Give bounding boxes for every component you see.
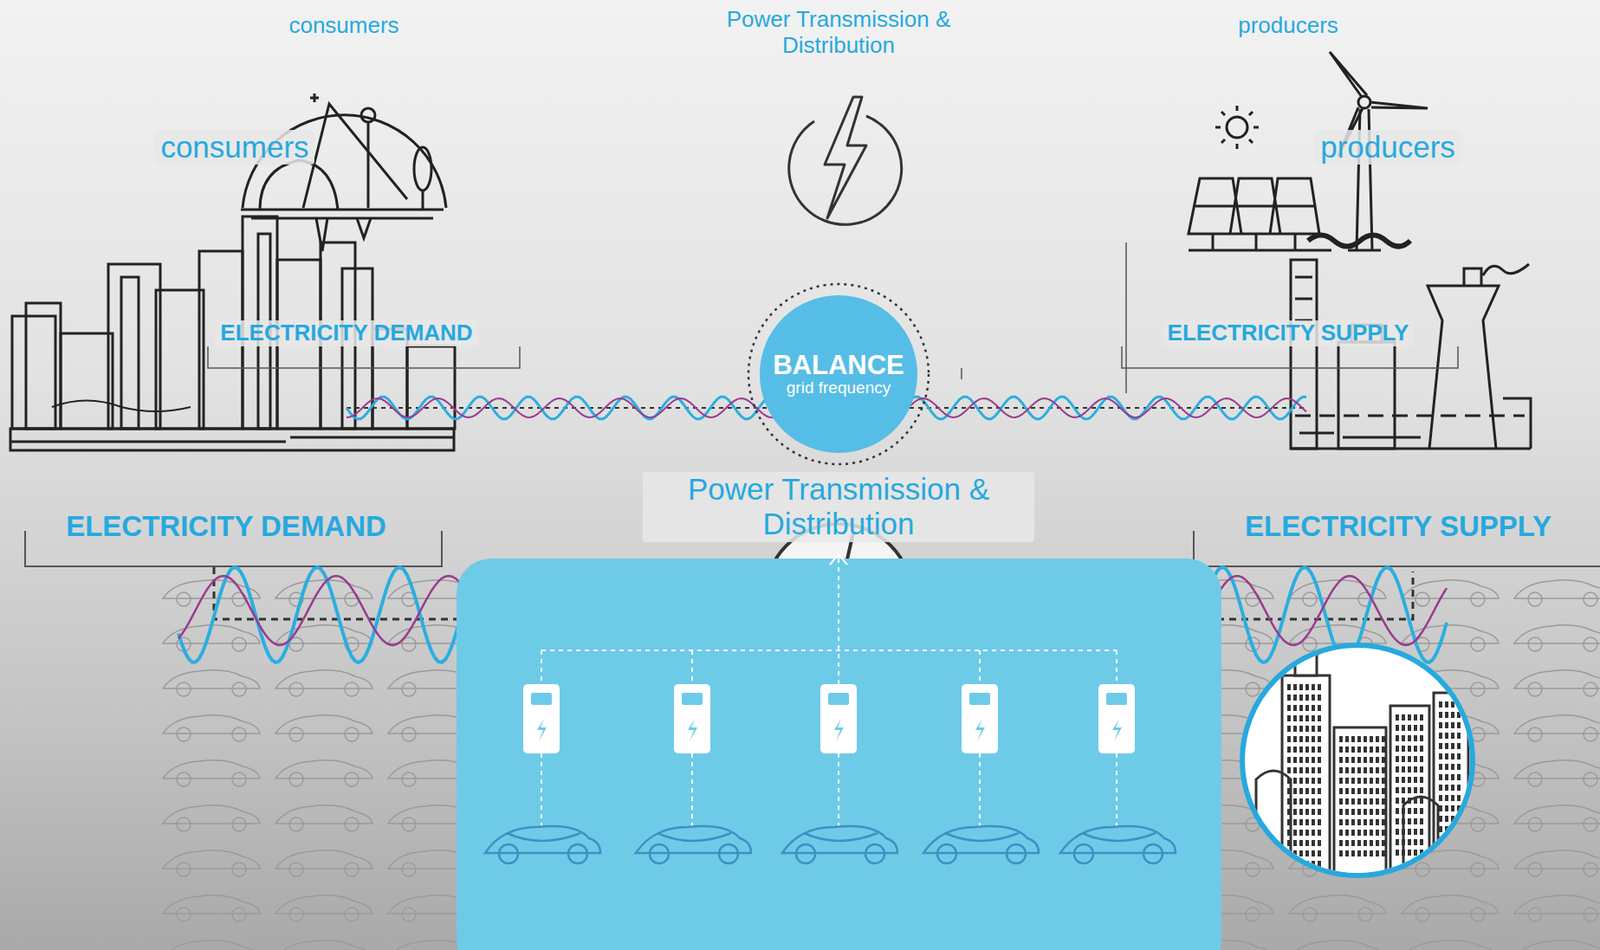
caption-label: consumers	[288, 12, 399, 39]
leader-line	[961, 242, 1127, 394]
electric-car	[1060, 826, 1176, 864]
balance-ring	[748, 284, 929, 465]
electric-car	[635, 826, 752, 864]
caption-label: producers	[1237, 12, 1339, 39]
node-title: BALANCE	[772, 351, 905, 381]
city-circle	[1242, 645, 1473, 884]
power-icon	[789, 97, 902, 225]
caption-label: producers	[1314, 129, 1461, 165]
charger	[820, 684, 857, 830]
section-heading: ELECTRICITY DEMAND	[214, 320, 478, 347]
charger-panel	[456, 554, 1222, 950]
charger	[1098, 684, 1135, 830]
electric-car	[923, 826, 1039, 864]
section-heading: ELECTRICITY SUPPLY	[1244, 510, 1552, 544]
caption-label: Power Transmission & Distribution	[642, 472, 1035, 543]
electric-car	[485, 826, 601, 864]
node-subtitle: grid frequency	[786, 379, 891, 397]
consumer-city	[10, 93, 455, 451]
balance-circle: BALANCEgrid frequency	[759, 295, 918, 454]
charger	[673, 684, 711, 830]
section-heading: ELECTRICITY SUPPLY	[1162, 320, 1415, 347]
section-heading: ELECTRICITY DEMAND	[65, 510, 387, 544]
electric-car	[782, 826, 898, 864]
caption-label: consumers	[155, 129, 314, 165]
charger	[961, 684, 998, 830]
producer-plants	[1188, 51, 1531, 449]
caption-label: Power Transmission & Distribution	[691, 6, 986, 59]
charger	[523, 684, 560, 830]
